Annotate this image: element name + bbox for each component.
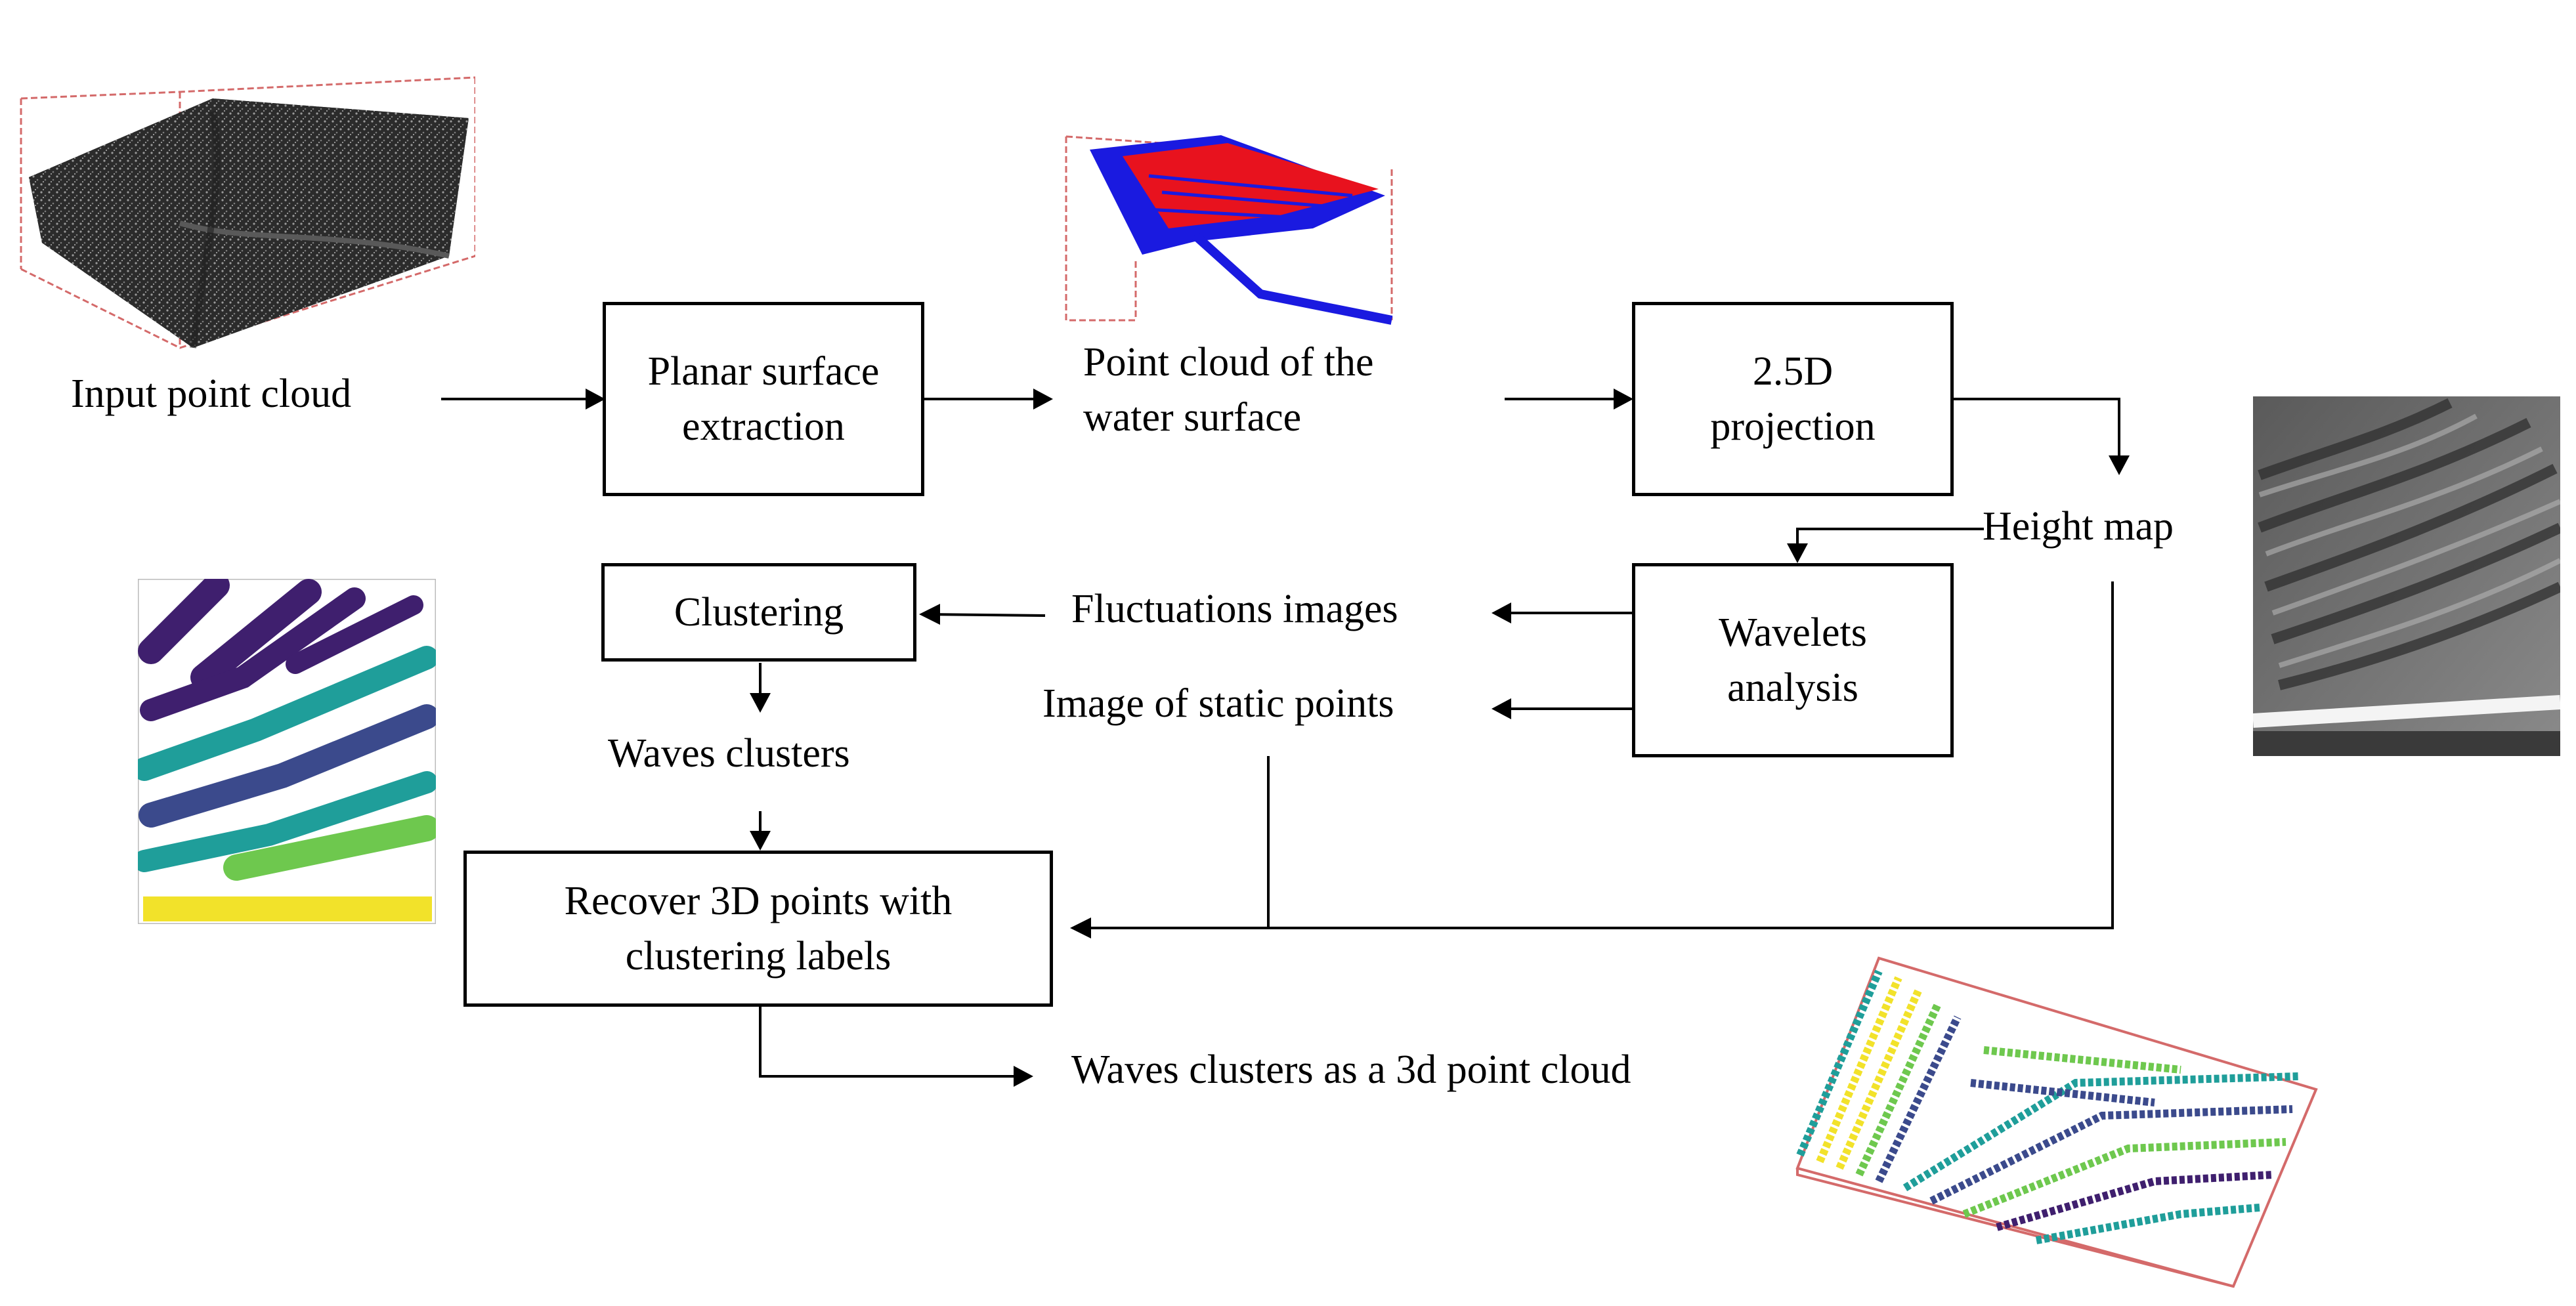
arrow-projection-to-height xyxy=(1954,398,2120,471)
arrow-recover-to-output xyxy=(759,1007,1029,1078)
fluctuations-images-label: Fluctuations images xyxy=(1071,587,1398,631)
input-point-cloud-label: Input point cloud xyxy=(71,371,352,416)
planar-surface-extraction-box: Planar surface extraction xyxy=(603,302,924,496)
planar-line-2: extraction xyxy=(682,404,845,449)
height-map-image xyxy=(2253,396,2560,756)
height-map-label: Height map xyxy=(1983,504,2174,549)
clustering-result-image xyxy=(138,579,436,924)
output-label: Waves clusters as a 3d point cloud xyxy=(1071,1047,1631,1092)
projection-box: 2.5D projection xyxy=(1632,302,1954,496)
water-surface-label: Point cloud of the water surface xyxy=(1083,335,1374,445)
wavelets-line-2: analysis xyxy=(1727,665,1858,710)
planar-line-1: Planar surface xyxy=(647,349,880,394)
static-points-label: Image of static points xyxy=(1042,681,1394,726)
recover-line-1: Recover 3D points with xyxy=(564,879,953,923)
wavelets-line-1: Wavelets xyxy=(1719,610,1867,655)
output-3d-clusters-image xyxy=(1795,956,2318,1288)
water-line-2: water surface xyxy=(1083,395,1302,440)
arrow-height-to-wavelets xyxy=(1796,528,1984,558)
projection-line-2: projection xyxy=(1710,404,1876,449)
recover-line-2: clustering labels xyxy=(625,934,891,979)
clustering-box: Clustering xyxy=(601,563,916,662)
projection-line-1: 2.5D xyxy=(1752,349,1834,394)
recover-3d-points-box: Recover 3D points with clustering labels xyxy=(463,851,1053,1007)
water-surface-image xyxy=(1065,135,1393,325)
arrow-fluct-to-clustering xyxy=(924,613,1046,617)
clustering-text: Clustering xyxy=(674,590,844,635)
input-point-cloud-image xyxy=(20,76,475,349)
wavelets-analysis-box: Wavelets analysis xyxy=(1632,563,1954,757)
arrow-height-to-recover xyxy=(1073,581,2114,929)
waves-clusters-label: Waves clusters xyxy=(608,731,850,776)
water-line-1: Point cloud of the xyxy=(1083,340,1374,385)
